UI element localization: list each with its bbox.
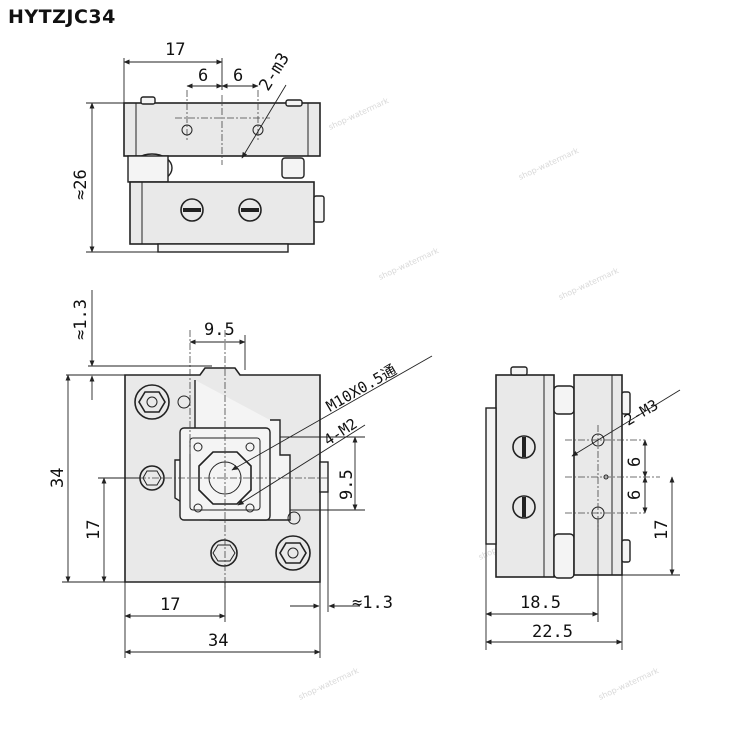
front-view-dim-offset-right: ≈1.3 [352,593,393,613]
side-view-dim-total: 22.5 [532,622,573,642]
front-view-center-nut [198,451,252,505]
front-view-dim-width: 34 [208,631,228,651]
top-view: 17 6 6 2-m3 ≈26 [71,40,325,253]
top-view-screw-left [180,198,204,222]
front-view-dim-vertical-center: 9.5 [337,469,357,500]
top-view-dim-hole-1: 6 [198,66,208,86]
front-view-screw-bottom [210,539,238,567]
front-view-dim-half-height: 17 [84,520,104,540]
side-view: 2-M3 6 6 17 18.5 22.5 [485,366,681,650]
side-view-dim-half-height: 17 [652,520,672,540]
top-view-label-holes: 2-m3 [255,49,294,94]
top-view-dim-hole-2: 6 [233,66,243,86]
svg-text:shop-watermark: shop-watermark [517,146,580,182]
front-view-dim-center: 9.5 [204,320,235,340]
front-view-label-holes: 4-M2 [320,415,360,450]
front-view-dim-height: 34 [48,468,68,488]
top-view-dim-width: 17 [165,40,185,60]
top-view-screw-right [238,198,262,222]
svg-text:shop-watermark: shop-watermark [557,266,620,302]
front-view-hex-screw-top-left [134,384,170,420]
model-title: HYTZJC34 [8,6,116,28]
front-view-dim-half-width: 17 [160,595,180,615]
top-view-lower-block [129,181,315,245]
front-view: ≈1.3 9.5 M10X0.5通 4-M2 9.5 34 17 17 ≈1.3 [48,290,433,658]
front-view-dim-offset-top: ≈1.3 [71,299,91,340]
side-view-screw-top [512,435,536,459]
side-view-dim-hole-2: 6 [625,490,645,500]
side-view-dim-body: 18.5 [520,593,561,613]
svg-text:shop-watermark: shop-watermark [297,666,360,702]
side-view-dim-hole-1: 6 [625,457,645,467]
svg-text:shop-watermark: shop-watermark [327,96,390,132]
svg-text:shop-watermark: shop-watermark [377,246,440,282]
front-view-hex-screw-bottom-right [275,535,311,571]
side-view-left-block [495,374,555,578]
top-view-dim-height: ≈26 [71,169,91,200]
svg-text:shop-watermark: shop-watermark [597,666,660,702]
front-view-label-thread: M10X0.5通 [323,361,400,416]
side-view-screw-bottom [512,495,536,519]
